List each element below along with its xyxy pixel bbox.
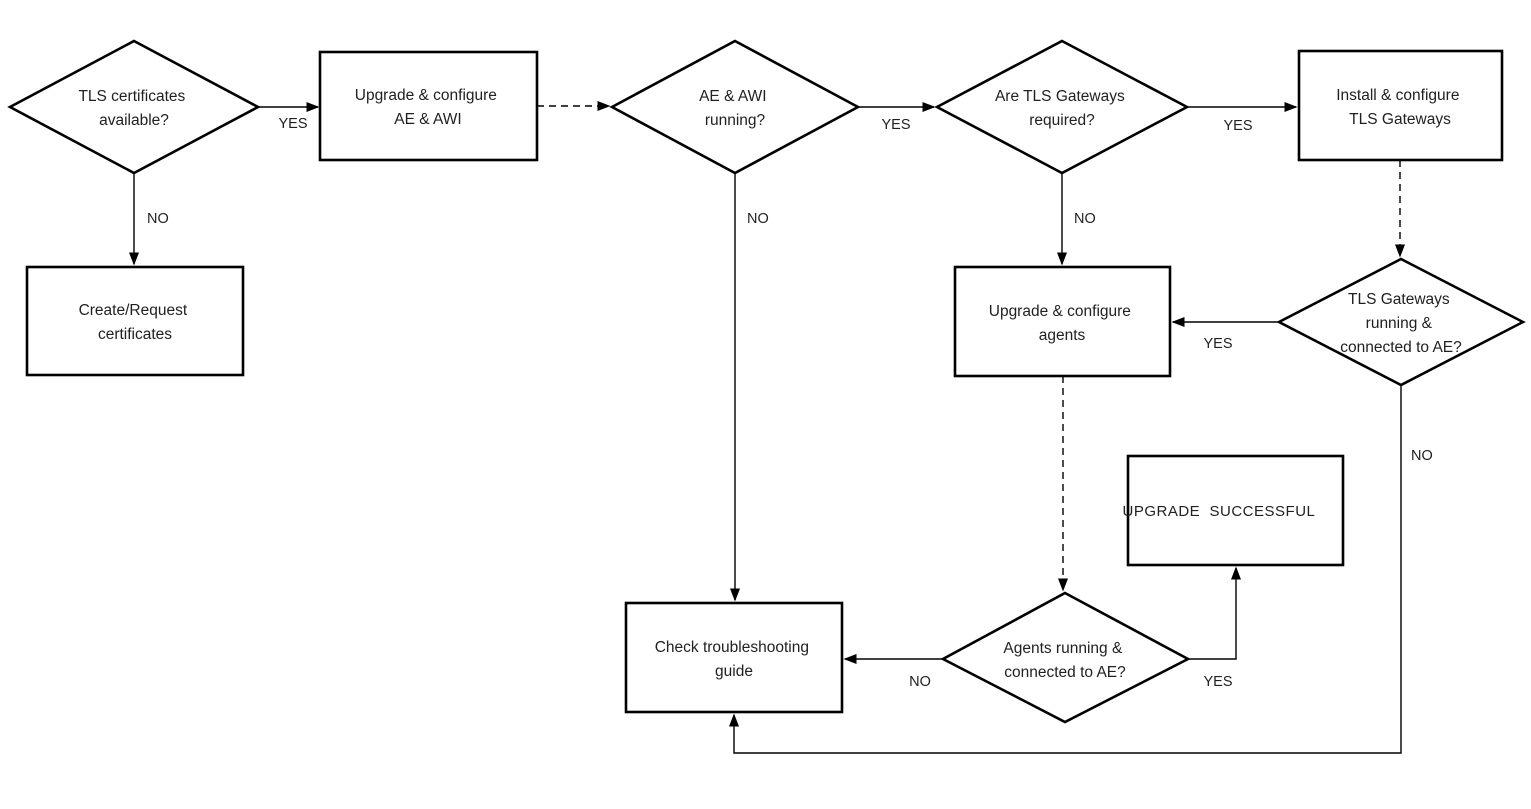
label-no-certificates: NO bbox=[147, 211, 169, 227]
node-tls-gateways-running-connected: TLS Gateways running & connected to AE? bbox=[1276, 257, 1526, 387]
text-line: TLS Gateways bbox=[1348, 291, 1450, 308]
node-upgrade-successful: UPGRADE SUCCESSFUL bbox=[1123, 454, 1345, 567]
node-agents-running-connected: Agents running & connected to AE? bbox=[940, 591, 1191, 724]
text-line: required? bbox=[1029, 112, 1095, 129]
decision-ae-awi-running-text: AE & AWI running? bbox=[699, 88, 771, 129]
text-line: connected to AE? bbox=[1340, 339, 1462, 356]
label-no-ae-awi-running: NO bbox=[747, 211, 769, 227]
text-line: agents bbox=[1039, 327, 1086, 344]
text-line: Upgrade & configure bbox=[355, 87, 497, 104]
decision-ae-awi-running-shape bbox=[609, 39, 861, 175]
text-line: Agents running & bbox=[1003, 640, 1123, 657]
node-are-tls-gateways-required: Are TLS Gateways required? bbox=[934, 39, 1190, 175]
text-line: TLS certificates bbox=[78, 88, 185, 105]
decision-tls-certificates-available-text: TLS certificates available? bbox=[78, 88, 189, 129]
label-yes-gateways-running: YES bbox=[1203, 336, 1232, 352]
decision-tls-gateways-running-connected-shape bbox=[1276, 257, 1526, 387]
node-tls-certificates-available: TLS certificates available? bbox=[7, 39, 261, 175]
text-line: Check troubleshooting bbox=[655, 639, 809, 656]
process-install-configure-tls-gateways-shape bbox=[1297, 49, 1504, 162]
text-line: TLS Gateways bbox=[1349, 111, 1451, 128]
node-upgrade-configure-agents: Upgrade & configure agents bbox=[953, 265, 1172, 378]
text-line: Create/Request bbox=[79, 302, 188, 319]
text-line: running & bbox=[1366, 315, 1433, 332]
decision-are-tls-gateways-required-text: Are TLS Gateways required? bbox=[995, 88, 1129, 129]
node-ae-awi-running: AE & AWI running? bbox=[609, 39, 861, 175]
node-upgrade-configure-ae-awi: Upgrade & configure AE & AWI bbox=[318, 50, 539, 162]
label-yes-agents-running: YES bbox=[1203, 674, 1232, 690]
label-no-gateways-running: NO bbox=[1411, 448, 1433, 464]
process-upgrade-configure-agents-text: Upgrade & configure agents bbox=[989, 303, 1135, 344]
text-line: connected to AE? bbox=[1004, 664, 1126, 681]
decision-agents-running-connected-text: Agents running & connected to AE? bbox=[1003, 640, 1126, 681]
text-line: available? bbox=[99, 112, 169, 129]
process-upgrade-configure-ae-awi-text: Upgrade & configure AE & AWI bbox=[355, 87, 501, 128]
nodes: TLS certificates available? Upgrade & co… bbox=[7, 39, 1526, 724]
decision-agents-running-connected-shape bbox=[940, 591, 1191, 724]
edge-gateways-running-no-to-troubleshooting bbox=[729, 385, 1402, 754]
process-upgrade-successful-shape bbox=[1126, 454, 1345, 567]
decision-tls-certificates-available-shape bbox=[7, 39, 261, 175]
decision-are-tls-gateways-required-shape bbox=[934, 39, 1190, 175]
label-yes-ae-awi-running: YES bbox=[881, 117, 910, 133]
process-create-request-certificates-text: Create/Request certificates bbox=[79, 302, 192, 343]
text-line: Upgrade & configure bbox=[989, 303, 1131, 320]
text-line: UPGRADE SUCCESSFUL bbox=[1123, 503, 1315, 520]
process-install-configure-tls-gateways-text: Install & configure TLS Gateways bbox=[1336, 87, 1464, 128]
text-line: certificates bbox=[98, 326, 172, 343]
label-yes-gateways-required: YES bbox=[1223, 118, 1252, 134]
process-upgrade-configure-agents-shape bbox=[953, 265, 1172, 378]
node-install-configure-tls-gateways: Install & configure TLS Gateways bbox=[1297, 49, 1504, 162]
label-no-agents-running: NO bbox=[909, 674, 931, 690]
connectors bbox=[129, 101, 1405, 754]
process-upgrade-configure-ae-awi-shape bbox=[318, 50, 539, 162]
edge-labels: YES NO YES NO YES NO YES NO NO YES bbox=[147, 116, 1433, 690]
text-line: AE & AWI bbox=[699, 88, 766, 105]
node-check-troubleshooting-guide: Check troubleshooting guide bbox=[624, 601, 844, 714]
text-line: running? bbox=[705, 112, 766, 129]
process-check-troubleshooting-guide-text: Check troubleshooting guide bbox=[655, 639, 814, 680]
decision-tls-gateways-running-connected-text: TLS Gateways running & connected to AE? bbox=[1340, 291, 1462, 356]
label-yes-certificates: YES bbox=[278, 116, 307, 132]
edge-agents-running-yes-to-upgrade-successful bbox=[1188, 566, 1241, 660]
process-upgrade-successful-text: UPGRADE SUCCESSFUL bbox=[1123, 503, 1315, 520]
process-check-troubleshooting-guide-shape bbox=[624, 601, 844, 714]
text-line: AE & AWI bbox=[394, 111, 461, 128]
node-create-request-certificates: Create/Request certificates bbox=[25, 265, 245, 377]
text-line: guide bbox=[715, 663, 753, 680]
text-line: Are TLS Gateways bbox=[995, 88, 1125, 105]
process-create-request-certificates-shape bbox=[25, 265, 245, 377]
label-no-gateways-required: NO bbox=[1074, 211, 1096, 227]
text-line: Install & configure bbox=[1336, 87, 1459, 104]
